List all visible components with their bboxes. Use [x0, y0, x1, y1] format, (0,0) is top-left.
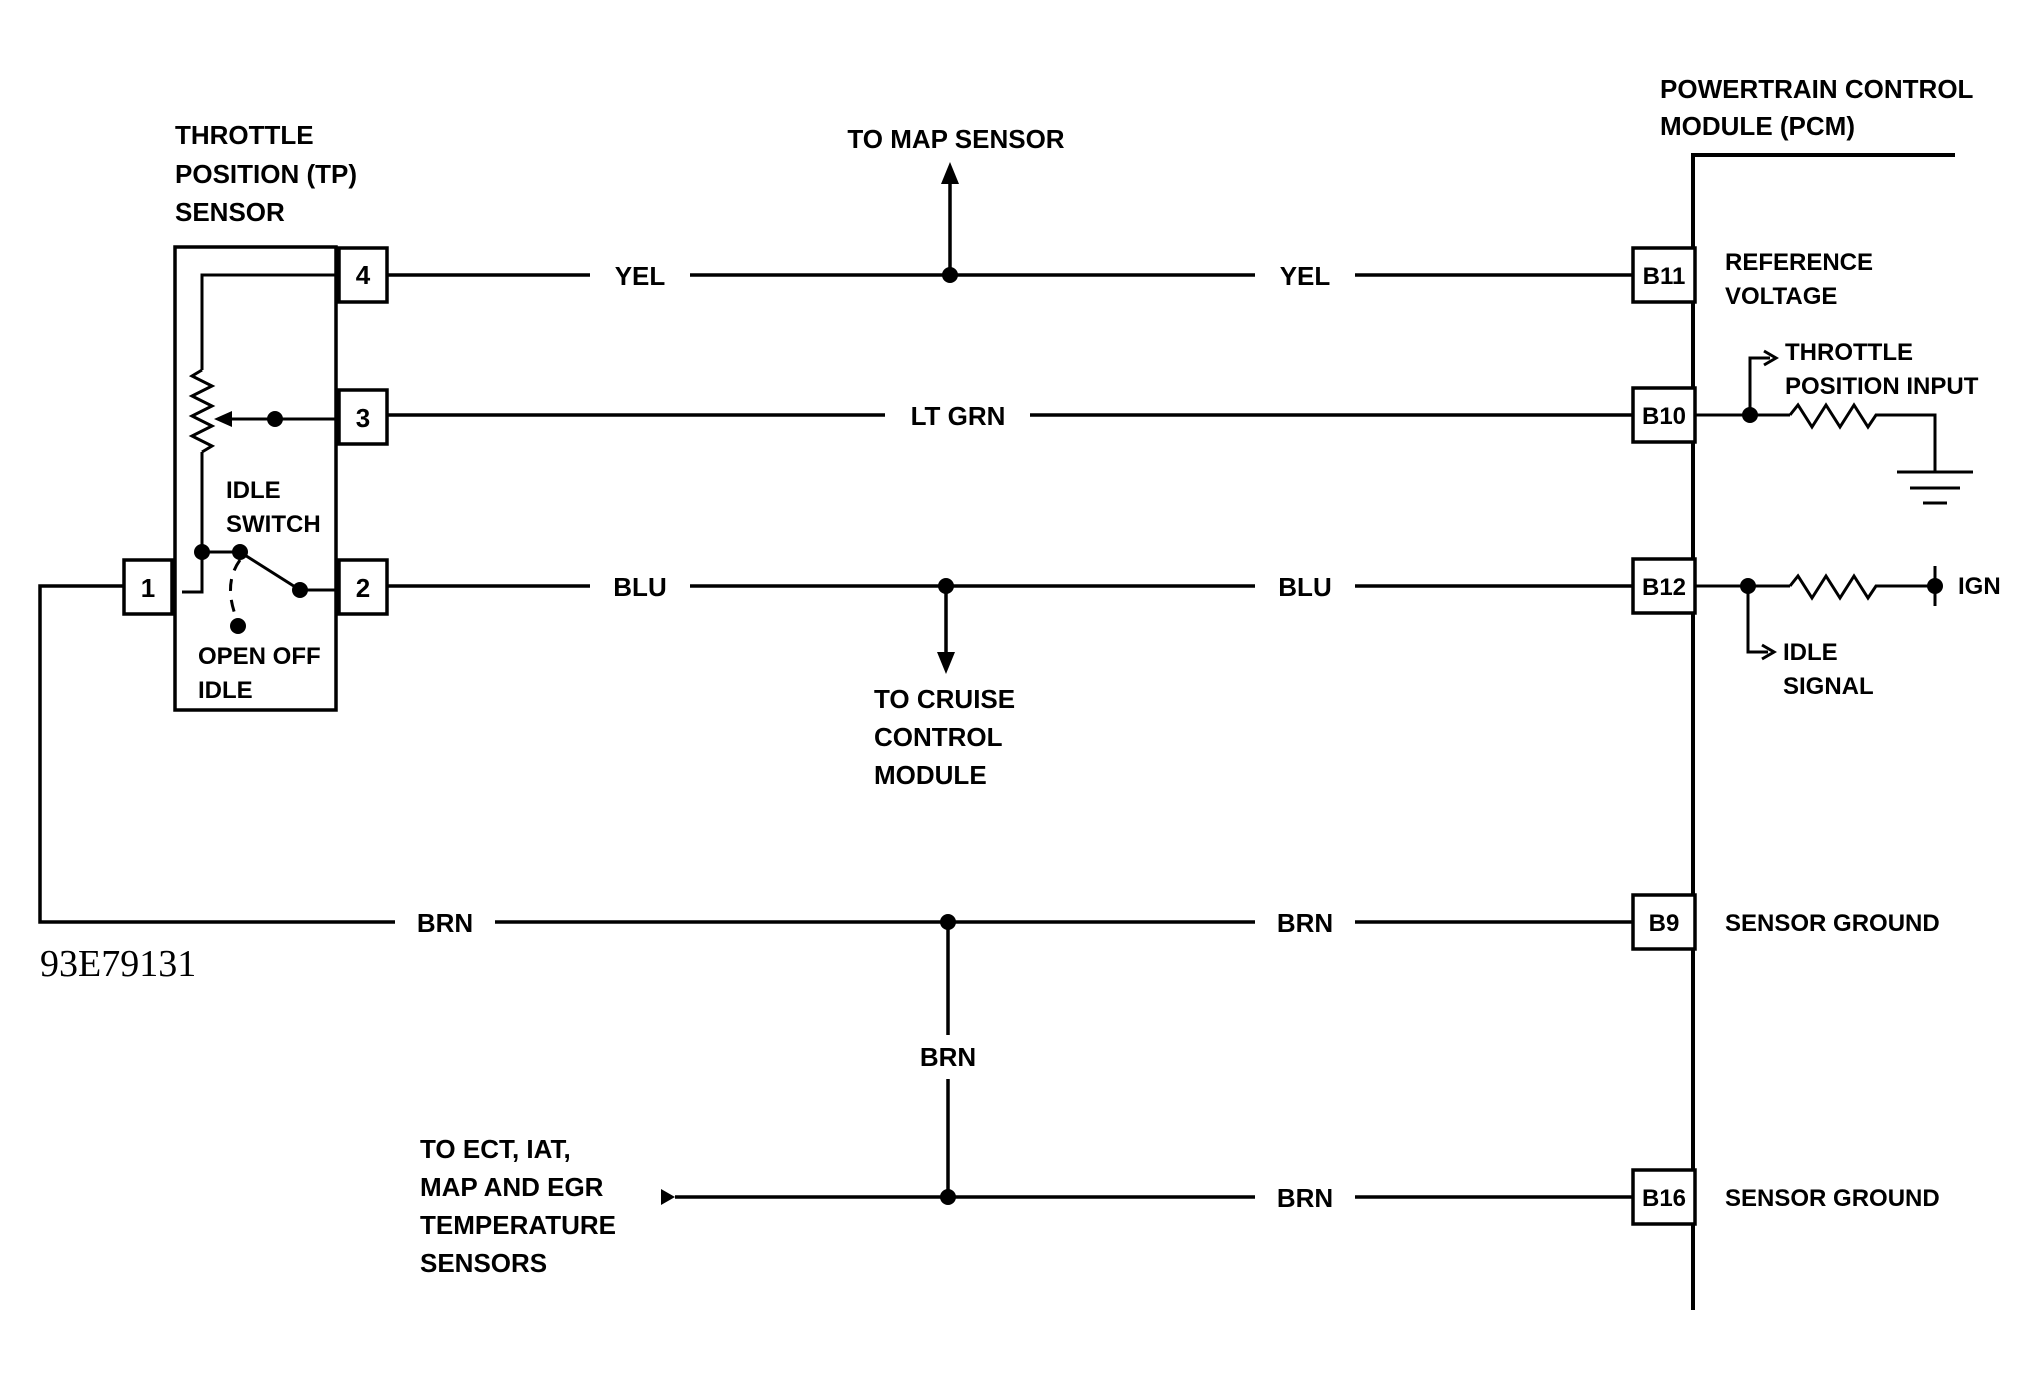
wire-blu-left-label: BLU: [613, 572, 666, 602]
pcm-pin-b16-box: [1631, 1168, 1697, 1226]
other-sensors-line1: TO ECT, IAT,: [420, 1134, 571, 1164]
tp-internal-ground-wire: [182, 552, 204, 594]
throttle-input-tap-arrow: [1763, 349, 1779, 367]
wire-yel-left-label: YEL: [615, 261, 666, 291]
tp-pin-3-label: 3: [356, 403, 370, 433]
wiper-arrowhead: [214, 411, 232, 427]
wire-lt-grn-label: LT GRN: [911, 401, 1006, 431]
other-sensors-line4: SENSORS: [420, 1248, 547, 1278]
pcm-module-boundary: [1691, 153, 1955, 1310]
tp-pin-2-label: 2: [356, 573, 370, 603]
tp-sensor: THROTTLE POSITION (TP) SENSOR IDLE SWITC…: [122, 120, 389, 712]
wire-brn-right-label: BRN: [1277, 908, 1333, 938]
pcm-pin-b9-label: B9: [1649, 910, 1680, 937]
pcm-pin-b11-label: B11: [1643, 263, 1686, 290]
tp-pin-4-label: 4: [356, 260, 371, 290]
pcm-pin-b12-box: [1631, 557, 1697, 615]
tp-sensor-housing: [173, 245, 338, 712]
other-sensors-arrow: [661, 1189, 675, 1205]
other-sensors-line3: TEMPERATURE: [420, 1210, 616, 1240]
tp-sensor-title-line3: SENSOR: [175, 197, 285, 227]
cruise-destination-line2: CONTROL: [874, 722, 1003, 752]
ign-label: IGN: [1958, 573, 2001, 600]
open-off-idle-label-line2: IDLE: [198, 677, 253, 704]
potentiometer-resistor: [188, 368, 216, 454]
idle-signal-line2: SIGNAL: [1783, 673, 1874, 700]
reference-voltage-line2: VOLTAGE: [1725, 283, 1837, 310]
tp-sensor-title-line1: THROTTLE: [175, 120, 314, 150]
wire-brn-left-label: BRN: [417, 908, 473, 938]
tp-internal-ref-wire: [200, 273, 339, 370]
idle-switch-label-line2: SWITCH: [226, 511, 321, 538]
brn-lower-splice-dot: [940, 1189, 956, 1205]
sensor-ground-b16-label: SENSOR GROUND: [1725, 1185, 1940, 1212]
idle-switch-label-line1: IDLE: [226, 477, 281, 504]
pcm-pin-b16-label: B16: [1642, 1185, 1686, 1212]
idle-signal-line1: IDLE: [1783, 639, 1838, 666]
pull-up-resistor: [1788, 573, 1935, 601]
wire-brn-vertical-label: BRN: [920, 1042, 976, 1072]
tp-pin-1-label: 1: [141, 573, 155, 603]
wire-brn-bottom-label: BRN: [1277, 1183, 1333, 1213]
idle-switch-blade: [239, 550, 301, 592]
pcm-pin-b11-box: [1631, 246, 1697, 304]
wire-brn-pin1: [38, 584, 1633, 924]
pcm-title-line1: POWERTRAIN CONTROL: [1660, 74, 1974, 104]
idle-signal-tap-arrow: [1761, 643, 1777, 661]
throttle-position-input-line2: POSITION INPUT: [1785, 373, 1979, 400]
throttle-position-input-line1: THROTTLE: [1785, 339, 1913, 366]
pcm-pin-b12-label: B12: [1642, 574, 1686, 601]
sensor-ground-b9-label: SENSOR GROUND: [1725, 910, 1940, 937]
figure-code: 93E79131: [40, 943, 196, 985]
open-off-idle-contact-dot: [230, 618, 246, 634]
pcm-title-line2: MODULE (PCM): [1660, 111, 1855, 141]
cruise-control-arrow: [937, 652, 955, 674]
idle-switch-travel-arc: [228, 559, 242, 623]
throttle-input-tap: [1748, 356, 1770, 415]
cruise-destination-line3: MODULE: [874, 760, 987, 790]
tp-sensor-title-line2: POSITION (TP): [175, 159, 357, 189]
cruise-destination-line1: TO CRUISE: [874, 684, 1015, 714]
open-off-idle-label-line1: OPEN OFF: [198, 643, 321, 670]
wires: YEL YEL TO MAP SENSOR LT GRN BLU BLU TO …: [38, 124, 1633, 1278]
pull-down-resistor: [1788, 402, 1937, 472]
pcm: POWERTRAIN CONTROL MODULE (PCM) B11 B10 …: [1631, 74, 2001, 1310]
other-sensors-line2: MAP AND EGR: [420, 1172, 604, 1202]
reference-voltage-line1: REFERENCE: [1725, 249, 1873, 276]
idle-signal-tap: [1746, 586, 1768, 654]
map-sensor-destination: TO MAP SENSOR: [847, 124, 1064, 154]
wire-blu-right-label: BLU: [1278, 572, 1331, 602]
wire-yel-right-label: YEL: [1280, 261, 1331, 291]
tp-pin-3-box: [337, 388, 389, 446]
map-sensor-arrow: [941, 162, 959, 184]
pcm-pin-b9-box: [1631, 893, 1697, 951]
pcm-pin-b10-label: B10: [1642, 403, 1686, 430]
